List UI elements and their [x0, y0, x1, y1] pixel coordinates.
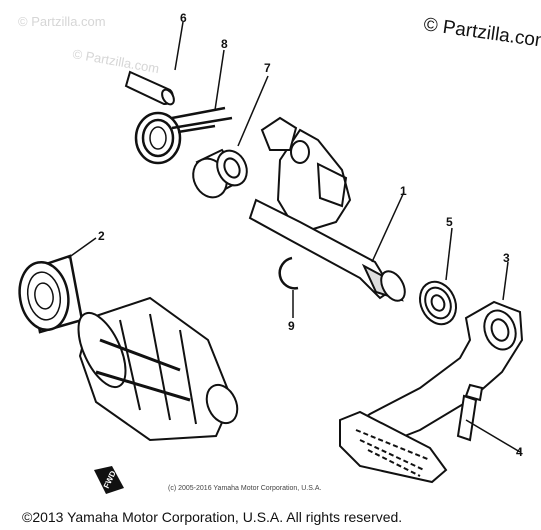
callout-4: 4	[516, 445, 523, 459]
callout-3: 3	[503, 251, 510, 265]
part-shift-shaft	[248, 116, 406, 302]
brand-mark: © Partzilla.com	[422, 14, 541, 53]
callout-9: 9	[288, 319, 295, 333]
copyright-small: (c) 2005-2016 Yamaha Motor Corporation, …	[168, 485, 321, 492]
callout-7: 7	[264, 61, 271, 75]
part-shift-pedal	[339, 261, 524, 484]
part-shift-drum	[77, 296, 239, 442]
callout-1: 1	[400, 184, 407, 198]
copyright-footer: ©2013 Yamaha Motor Corporation, U.S.A. A…	[22, 509, 402, 525]
callout-2: 2	[98, 229, 105, 243]
part-seal	[419, 227, 457, 326]
fwd-arrow: FWD	[94, 466, 124, 494]
callout-6: 6	[180, 11, 187, 25]
callout-8: 8	[221, 37, 228, 51]
callouts: 1 2 3 4 5 6 7 8 9	[98, 11, 523, 459]
fwd-arrow-shape	[94, 466, 124, 494]
watermark-top-left: © Partzilla.com	[18, 14, 106, 29]
part-circlip	[278, 256, 299, 318]
part-bolt	[456, 383, 521, 453]
part-pin	[124, 21, 184, 106]
part-collar	[192, 75, 269, 199]
callout-5: 5	[446, 215, 453, 229]
watermark-mid-left: © Partzilla.com	[71, 46, 160, 76]
part-spring	[134, 49, 233, 165]
